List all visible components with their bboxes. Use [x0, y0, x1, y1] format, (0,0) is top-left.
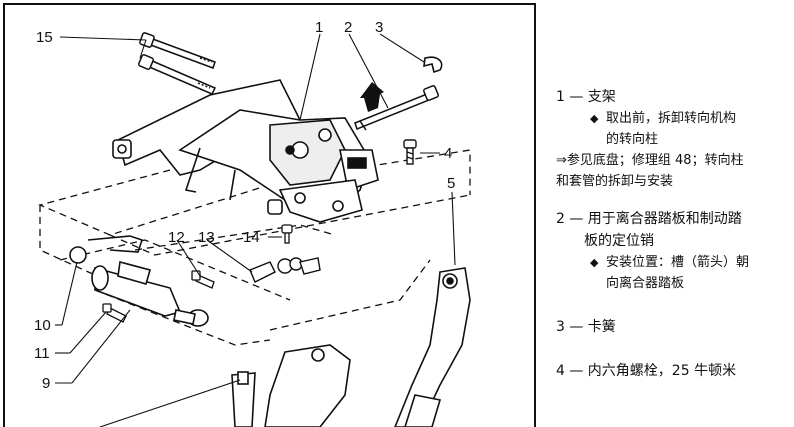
- legend-item-2-label-line1: 2 — 用于离合器踏板和制动踏: [556, 211, 742, 227]
- bolt-part-10: [102, 303, 127, 323]
- legend-item-1-note-line1: ⇒参见底盘；修理组 48；转向柱: [556, 153, 744, 168]
- groove-arrow-icon: [360, 82, 384, 112]
- locating-pin-part-2: [354, 85, 439, 131]
- callout-4: 4: [444, 145, 452, 162]
- diamond-bullet-icon: ◆: [590, 112, 599, 125]
- legend-item-3-label: 3 — 卡簧: [556, 319, 616, 335]
- callout-1: 1: [315, 19, 323, 36]
- callout-14: 10: [34, 317, 51, 334]
- brake-pedal-assembly: [231, 344, 351, 427]
- legend-item-1-note-line2: 和套管的拆卸与安装: [556, 174, 674, 189]
- diamond-bullet-icon: ◆: [590, 256, 599, 269]
- bracket-part-1: [112, 79, 379, 223]
- callout-2: 2: [344, 19, 352, 36]
- callout-5: 5: [447, 175, 455, 192]
- callout-13: 14: [243, 229, 260, 246]
- callout-leader-lines: [55, 33, 456, 427]
- exploded-view-diagram: 15 1 2 3 4 5 12 13 14 10 11 9: [3, 3, 536, 427]
- callout-10: 11: [34, 345, 50, 362]
- legend-item-2-sub: ◆ 安装位置：槽（箭头）朝 向离合器踏板: [556, 252, 792, 294]
- long-bolts-part-15: [138, 32, 217, 95]
- callout-9: 9: [42, 375, 50, 392]
- legend-item-1-sub-line1: 取出前，拆卸转向机构: [606, 111, 737, 126]
- clutch-pedal-part-5: [394, 267, 471, 427]
- legend-item-1-sub: ◆ 取出前，拆卸转向机构 的转向柱: [556, 108, 792, 150]
- callout-12: 13: [198, 229, 215, 246]
- hex-bolt-part-4: [403, 139, 417, 165]
- callout-15: 15: [36, 29, 53, 46]
- legend-item-2-sub-line2: 向离合器踏板: [606, 276, 685, 291]
- bolt-part-13: [281, 224, 293, 244]
- parts-legend: 1 — 支架 ◆ 取出前，拆卸转向机构 的转向柱 ⇒参见底盘；修理组 48；转向…: [556, 86, 792, 382]
- clip-part-12: [249, 257, 321, 283]
- callout-3: 3: [375, 19, 383, 36]
- legend-item-1-label: 1 — 支架: [556, 89, 616, 105]
- bolt-part-11: [191, 270, 215, 289]
- legend-item-2-sub-line1: 安装位置：槽（箭头）朝: [606, 255, 750, 270]
- legend-item-1-sub-line2: 的转向柱: [606, 132, 659, 147]
- circlip-part-3: [423, 56, 443, 74]
- clutch-master-cylinder: [69, 235, 209, 327]
- callout-11: 12: [168, 229, 185, 246]
- diagram-frame: [3, 3, 536, 427]
- legend-item-2-label-line2: 板的定位销: [584, 233, 654, 249]
- legend-item-4-label: 4 — 内六角螺栓，25 牛顿米: [556, 363, 737, 379]
